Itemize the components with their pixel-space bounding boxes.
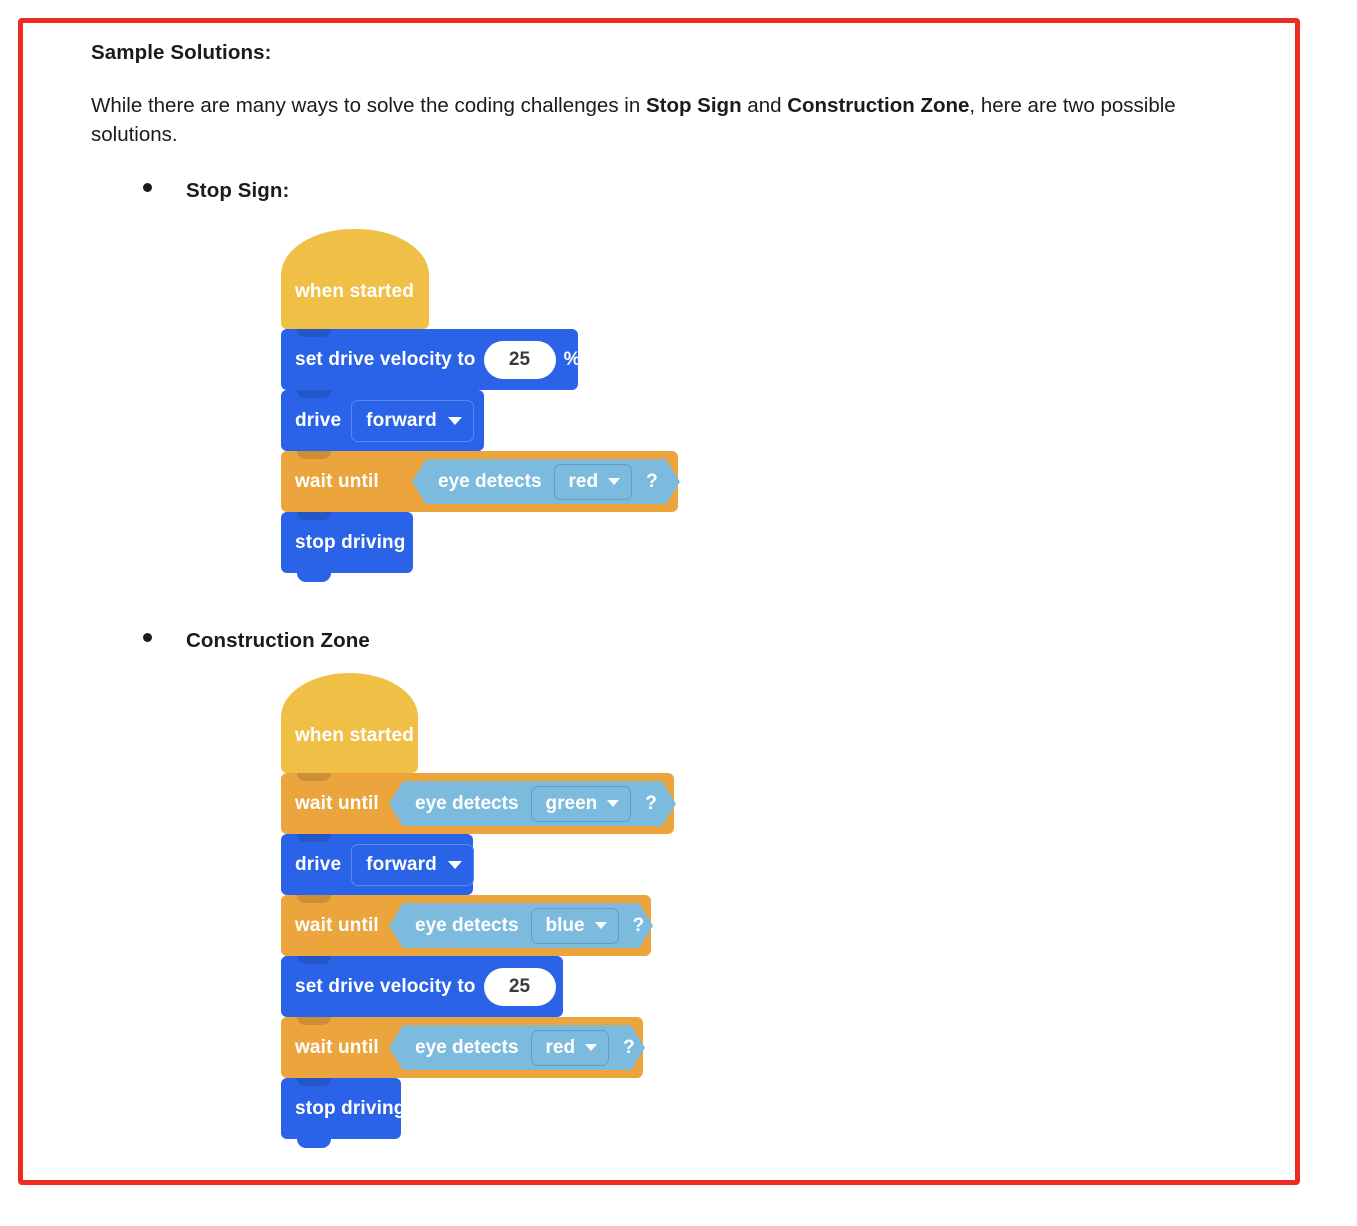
block-set-drive-velocity[interactable]: set drive velocity to 25 % [281,956,580,1027]
block-bump [297,1139,331,1149]
hat-label: when started [295,725,414,747]
boolean-eye-detects[interactable]: eye detects green ? [389,781,676,826]
block-notch [297,451,331,460]
eye-color-dropdown[interactable]: blue [531,908,619,944]
boolean-label: eye detects [415,1036,519,1058]
block-row-wait-until-red[interactable]: wait until eye detects red ? [281,1017,1271,1088]
block-stack-construction-zone: when started wait until eye detects gree… [281,673,1271,1149]
chevron-down-icon [585,1044,597,1051]
block-row-set-drive-velocity[interactable]: set drive velocity to 25 % [281,956,1271,1027]
block-label: wait until [295,792,379,814]
block-row-wait-until-blue[interactable]: wait until eye detects blue ? [281,895,1271,966]
boolean-label: eye detects [438,470,542,492]
chevron-down-icon [447,416,462,425]
intro-text-part3: , here are two possible solutions. [91,94,1176,147]
block-stack-stop-sign: when started set drive velocity to 25 % … [281,229,1271,583]
velocity-value-input[interactable]: 25 [483,340,556,379]
block-notch [297,834,331,843]
red-page-border: Sample Solutions: While there are many w… [18,18,1300,1185]
block-notch [297,1078,331,1087]
block-notch [297,390,331,399]
intro-paragraph: While there are many ways to solve the c… [91,91,1201,149]
dropdown-value: red [568,470,599,492]
block-label: stop driving [295,1097,406,1119]
block-row-stop-driving[interactable]: stop driving [281,512,1271,583]
block-label: set drive velocity to [295,975,476,997]
bullet-stop-sign: Stop Sign: [91,179,1271,203]
block-row-wait-until-green[interactable]: wait until eye detects green ? [281,773,1271,844]
block-notch [297,956,331,965]
chevron-down-icon [447,860,462,869]
block-row-drive-forward[interactable]: drive forward [281,390,1271,461]
boolean-question-mark: ? [623,1036,635,1058]
hat-body [281,273,429,330]
block-label: stop driving [295,531,406,553]
drive-direction-dropdown[interactable]: forward [351,399,474,442]
bullet-dot-icon [143,633,152,643]
block-label: wait until [295,1036,379,1058]
dropdown-value: red [545,1036,576,1058]
intro-bold-stop-sign: Stop Sign [645,94,742,117]
velocity-unit-label: % [563,975,581,997]
velocity-value-input[interactable]: 25 [483,967,556,1006]
hat-label: when started [295,281,414,303]
block-label: wait until [295,914,379,936]
block-label: drive [295,853,342,875]
boolean-eye-detects[interactable]: eye detects blue ? [389,903,653,948]
hat-body [281,717,418,774]
bullet-construction-zone: Construction Zone [91,629,1271,653]
block-stop-driving[interactable]: stop driving [281,1078,405,1149]
boolean-eye-detects[interactable]: eye detects red ? [389,1025,645,1070]
block-row-stop-driving[interactable]: stop driving [281,1078,1271,1149]
hat-block-when-started[interactable]: when started [281,229,429,339]
eye-color-dropdown[interactable]: red [531,1030,610,1066]
block-label: drive [295,409,342,431]
dropdown-value: forward [366,409,437,431]
boolean-label: eye detects [415,914,519,936]
velocity-unit-label: % [563,348,581,370]
block-set-drive-velocity[interactable]: set drive velocity to 25 % [281,329,581,400]
bullet-label-construction-zone: Construction Zone [186,629,370,653]
block-row-when-started[interactable]: when started [281,229,1271,339]
block-notch [297,329,331,338]
dropdown-value: green [545,792,598,814]
dropdown-value: blue [545,914,585,936]
eye-color-dropdown[interactable]: green [531,786,632,822]
hat-block-when-started[interactable]: when started [281,673,418,783]
bullet-label-stop-sign: Stop Sign: [186,179,290,203]
page-title: Sample Solutions: [91,41,272,64]
boolean-label: eye detects [415,792,519,814]
block-notch [297,895,331,904]
eye-color-dropdown[interactable]: red [554,464,633,500]
boolean-eye-detects[interactable]: eye detects red ? [412,459,680,504]
chevron-down-icon [595,922,607,929]
intro-text-part2: and [741,94,788,117]
block-notch [297,1017,331,1026]
block-label: set drive velocity to [295,348,476,370]
chevron-down-icon [608,478,620,485]
block-label: wait until [295,470,379,492]
intro-text-part1: While there are many ways to solve the c… [91,94,646,117]
block-notch [297,773,331,782]
block-notch [297,512,331,521]
block-row-drive-forward[interactable]: drive forward [281,834,1271,905]
block-stop-driving[interactable]: stop driving [281,512,413,583]
chevron-down-icon [607,800,619,807]
bullet-dot-icon [143,183,152,193]
block-drive[interactable]: drive forward [281,834,474,905]
document-content: Sample Solutions: While there are many w… [91,41,1271,1149]
block-row-set-drive-velocity[interactable]: set drive velocity to 25 % [281,329,1271,400]
boolean-question-mark: ? [646,470,658,492]
block-drive[interactable]: drive forward [281,390,484,461]
boolean-question-mark: ? [645,792,657,814]
intro-bold-construction-zone: Construction Zone [787,94,970,117]
block-row-when-started[interactable]: when started [281,673,1271,783]
dropdown-value: forward [366,853,437,875]
drive-direction-dropdown[interactable]: forward [351,843,474,886]
block-bump [297,573,331,583]
boolean-question-mark: ? [632,914,645,936]
block-row-wait-until-red[interactable]: wait until eye detects red ? [281,451,1271,522]
